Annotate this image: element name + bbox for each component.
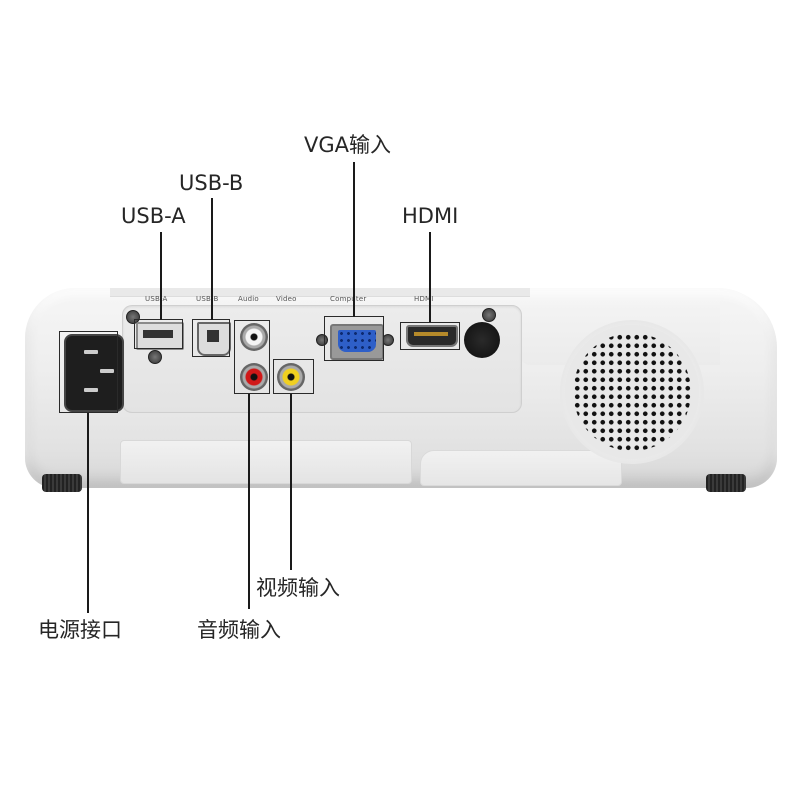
bottom-cover-right [420, 450, 622, 486]
bottom-cover [120, 440, 412, 484]
printed-label-video: Video [276, 295, 297, 303]
highlight-hdmi [400, 322, 460, 350]
security-lock-slot [464, 322, 500, 358]
vga-port[interactable] [330, 324, 384, 360]
leader-line-power [87, 413, 89, 613]
connector-panel [122, 305, 522, 413]
printed-label-hdmi: HDMI [414, 295, 434, 303]
usb-a-port[interactable] [136, 322, 184, 350]
screw-icon [316, 334, 328, 346]
power-pin [84, 388, 98, 392]
screw-icon [148, 350, 162, 364]
usb-b-port[interactable] [197, 322, 231, 356]
audio-left-port[interactable] [240, 323, 268, 351]
video-port[interactable] [277, 363, 305, 391]
callout-vga: VGA输入 [304, 133, 392, 157]
leader-line-vga [353, 162, 355, 317]
speaker-grille-icon [573, 333, 691, 451]
highlight-audio [234, 320, 270, 394]
left-foot [42, 474, 82, 492]
leader-line-video [290, 394, 292, 570]
callout-video: 视频输入 [256, 576, 340, 600]
highlight-usb-b [192, 319, 230, 357]
printed-label-usb-b: USB-B [196, 295, 219, 303]
highlight-power [59, 331, 118, 413]
audio-right-port[interactable] [240, 363, 268, 391]
callout-usb-a: USB-A [121, 204, 186, 228]
callout-audio: 音频输入 [197, 618, 281, 642]
power-socket[interactable] [64, 334, 124, 412]
power-pin [84, 350, 98, 354]
leader-line-usb-b [211, 198, 213, 320]
hdmi-port[interactable] [406, 325, 458, 347]
power-pin [100, 369, 114, 373]
leader-line-hdmi [429, 232, 431, 322]
highlight-usb-a [134, 319, 183, 349]
printed-label-computer: Computer [330, 295, 367, 303]
screw-icon [482, 308, 496, 322]
callout-usb-b: USB-B [179, 171, 244, 195]
highlight-vga [324, 316, 384, 361]
callout-hdmi: HDMI [402, 204, 459, 228]
screw-icon [126, 310, 140, 324]
projector-top-edge [110, 288, 530, 297]
right-foot [706, 474, 746, 492]
callout-power: 电源接口 [38, 618, 122, 642]
leader-line-usb-a [160, 232, 162, 320]
highlight-video [273, 359, 314, 394]
printed-label-audio: Audio [238, 295, 259, 303]
leader-line-audio [248, 394, 250, 609]
printed-label-usb-a: USB-A [145, 295, 168, 303]
